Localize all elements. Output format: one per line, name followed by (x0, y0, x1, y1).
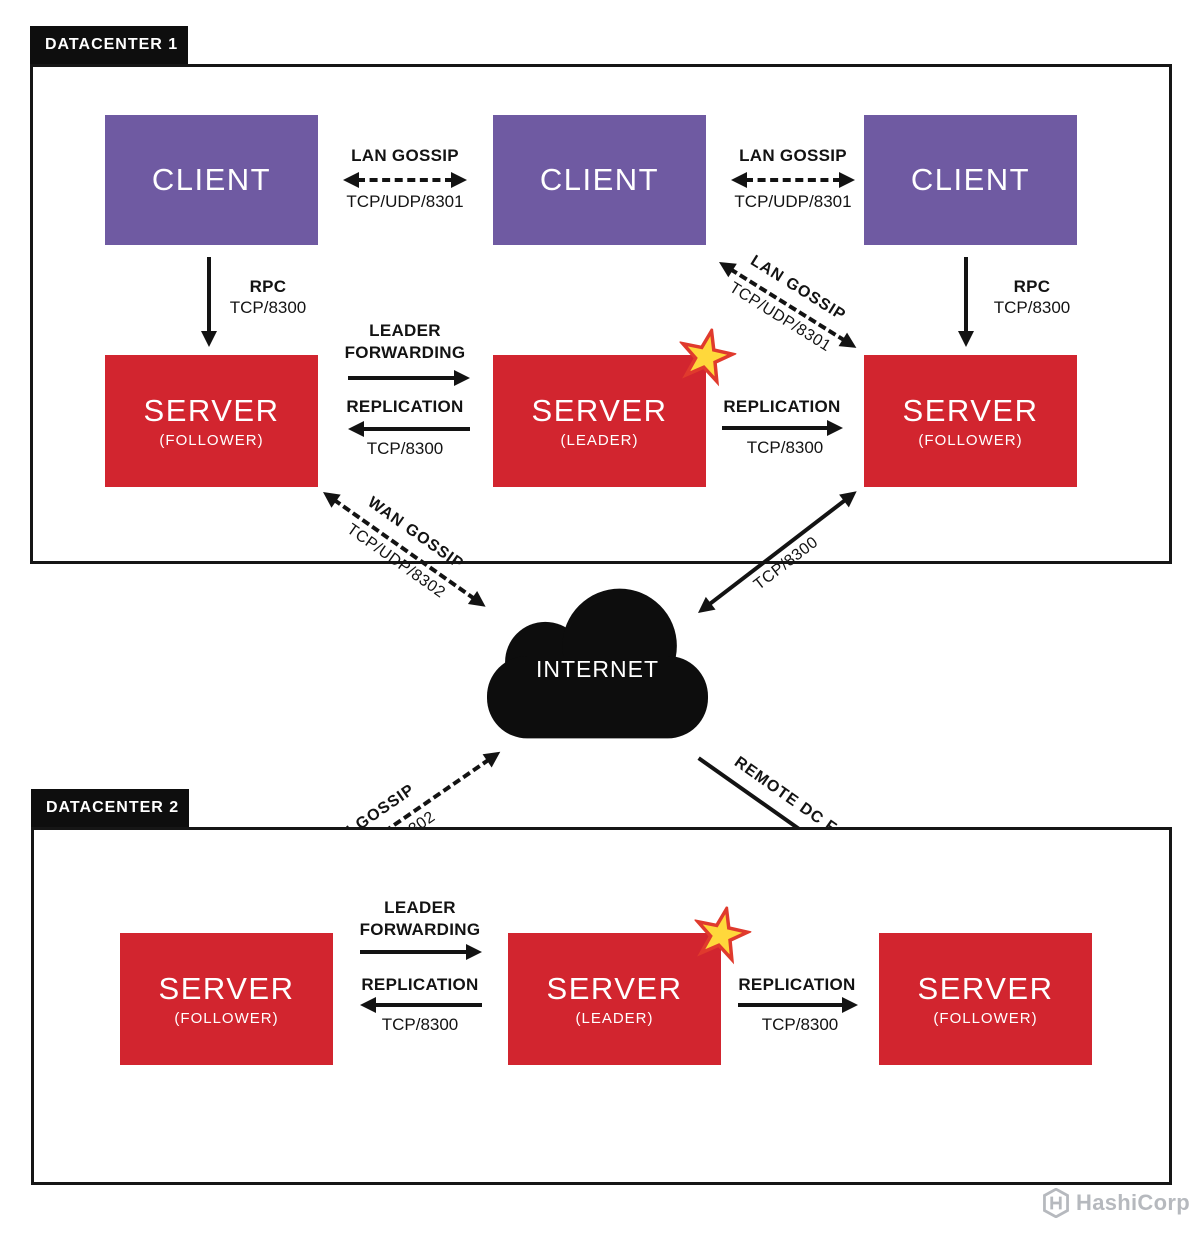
dc1-rpc-right-arrow (958, 257, 974, 347)
dc2-server-leader: SERVER (LEADER) (508, 903, 753, 1065)
arrowhead-right-icon (842, 997, 858, 1013)
arrowhead-right-icon (466, 944, 482, 960)
dc1-client-1: CLIENT (105, 115, 318, 245)
dc2-replication-left-port: TCP/8300 (381, 1015, 459, 1034)
dc1-replication-right-port: TCP/8300 (746, 438, 824, 457)
datacenter2-label: DATACENTER 2 (46, 799, 180, 816)
dc1-server-follower-2: SERVER (FOLLOWER) (864, 355, 1077, 487)
dc2-server-1-title: SERVER (158, 971, 295, 1006)
dc2-server-2-title: SERVER (546, 971, 683, 1006)
dc1-rpc-right-port: TCP/8300 (993, 298, 1071, 317)
dc2-server-1-role: (FOLLOWER) (174, 1010, 279, 1027)
dc1-server-1-title: SERVER (143, 393, 280, 428)
star-icon (678, 325, 738, 387)
dc2-replication-right-arrow (738, 997, 858, 1013)
hashicorp-wordmark: HashiCorp (1076, 1190, 1190, 1215)
arrowhead-down-icon (958, 331, 974, 347)
dc2-server-follower-1: SERVER (FOLLOWER) (120, 933, 333, 1065)
arrowhead-right-icon (454, 370, 470, 386)
dc1-server-3-role: (FOLLOWER) (918, 432, 1023, 449)
arrowhead-right-icon (839, 172, 855, 188)
arrowhead-left-icon (348, 421, 364, 437)
dc1-server-2-title: SERVER (531, 393, 668, 428)
arrowhead-left-icon (731, 172, 747, 188)
internet-label: INTERNET (536, 656, 659, 682)
datacenter2-tab: DATACENTER 2 (31, 789, 189, 827)
dc1-replication-left-label: REPLICATION (346, 397, 464, 416)
dc1-server-follower-1: SERVER (FOLLOWER) (105, 355, 318, 487)
dc1-server-2-role: (LEADER) (560, 432, 639, 449)
dc1-leader-forwarding-line2: FORWARDING (344, 343, 466, 362)
dc1-client-1-label: CLIENT (151, 162, 272, 197)
dc1-lan-gossip-right-port: TCP/UDP/8301 (734, 192, 852, 211)
arrowhead-left-icon (343, 172, 359, 188)
dc2-server-2-role: (LEADER) (575, 1010, 654, 1027)
datacenter1-label: DATACENTER 1 (45, 36, 179, 53)
dc1-lan-gossip-left-port: TCP/UDP/8301 (346, 192, 464, 211)
dc1-rpc-left-arrow (201, 257, 217, 347)
arrowhead-left-icon (360, 997, 376, 1013)
dc1-leader-forwarding-line1: LEADER (369, 321, 441, 340)
dc1-leader-forwarding-arrow (348, 370, 470, 386)
dc2-replication-right-port: TCP/8300 (761, 1015, 839, 1034)
dc2-leader-forwarding-arrow (360, 944, 482, 960)
dc1-server-3-title: SERVER (902, 393, 1039, 428)
dc2-replication-left-label: REPLICATION (361, 975, 479, 994)
dc2-server-3-title: SERVER (917, 971, 1054, 1006)
dc2-leader-forwarding-line1: LEADER (384, 898, 456, 917)
dc2-replication-right-label: REPLICATION (738, 975, 856, 994)
dc1-client-3: CLIENT (864, 115, 1077, 245)
dc1-replication-right-arrow (722, 420, 843, 436)
dc1-lan-gossip-left-label: LAN GOSSIP (351, 146, 459, 165)
dc2-replication-left-arrow (360, 997, 482, 1013)
cloud-icon (487, 588, 708, 739)
dc1-client-2-label: CLIENT (539, 162, 660, 197)
datacenter1-tab: DATACENTER 1 (30, 26, 188, 64)
dc1-lan-gossip-right-arrow (731, 172, 855, 188)
dc1-rpc-right-label: RPC (1013, 277, 1051, 296)
dc1-client-3-label: CLIENT (910, 162, 1031, 197)
dc1-replication-right-label: REPLICATION (723, 397, 841, 416)
hashicorp-hexagon-icon (1043, 1188, 1069, 1218)
dc2-server-follower-2: SERVER (FOLLOWER) (879, 933, 1092, 1065)
hashicorp-logo: HashiCorp (1042, 1188, 1190, 1218)
arrowhead-right-icon (451, 172, 467, 188)
arrowhead-right-icon (827, 420, 843, 436)
internet-cloud: INTERNET (487, 584, 708, 739)
dc1-rpc-left-port: TCP/8300 (229, 298, 307, 317)
dc2-leader-forwarding-line2: FORWARDING (359, 920, 481, 939)
dc1-server-1-role: (FOLLOWER) (159, 432, 264, 449)
dc1-client-2: CLIENT (493, 115, 706, 245)
arrowhead-down-icon (201, 331, 217, 347)
dc1-lan-gossip-right-label: LAN GOSSIP (739, 146, 847, 165)
star-icon (693, 903, 753, 965)
dc1-rpc-left-label: RPC (249, 277, 287, 296)
dc1-replication-left-arrow (348, 421, 470, 437)
dc1-replication-left-port: TCP/8300 (366, 439, 444, 458)
dc1-lan-gossip-left-arrow (343, 172, 467, 188)
dc2-server-3-role: (FOLLOWER) (933, 1010, 1038, 1027)
dc1-server-leader: SERVER (LEADER) (493, 325, 738, 487)
